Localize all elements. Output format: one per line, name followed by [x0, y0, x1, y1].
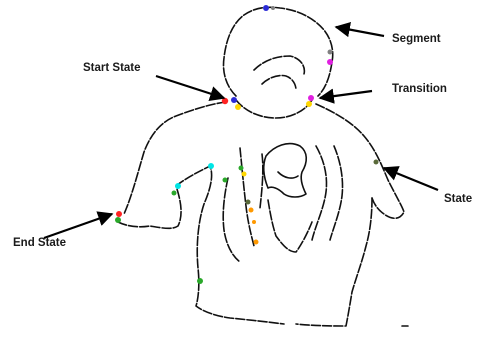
silhouette-contour — [118, 7, 408, 326]
point-head-right — [328, 50, 333, 55]
face-feature-lower — [262, 75, 296, 90]
point-start-state-blue — [231, 97, 237, 103]
point-arm-cyan — [208, 163, 214, 169]
point-start-state-red — [222, 98, 228, 104]
point-head-top — [263, 5, 269, 11]
point-end-state-red — [116, 211, 122, 217]
point-transition-magenta — [308, 95, 314, 101]
label-state: State — [444, 193, 472, 205]
arrow-start-state — [156, 76, 224, 98]
point-state — [374, 160, 379, 165]
left-arm-outer-contour — [124, 102, 226, 214]
annotation-arrows — [44, 27, 438, 238]
label-end-state: End State — [13, 237, 66, 249]
chest-trace-left — [240, 148, 254, 246]
face-feature-upper — [254, 56, 304, 74]
point-head-top-2 — [271, 6, 275, 10]
label-segment: Segment — [392, 33, 441, 45]
label-start-state: Start State — [83, 62, 141, 74]
torso-lower-contour — [268, 200, 312, 252]
label-transition: Transition — [392, 83, 447, 95]
left-arm-inner-contour — [176, 166, 284, 324]
torso-right-contour-2 — [330, 146, 343, 240]
tracker-points — [115, 5, 379, 284]
arrow-end-state — [44, 214, 112, 238]
point-chest-orange — [249, 208, 254, 213]
arrow-transition — [320, 91, 372, 98]
point-chest-orange-2 — [252, 220, 256, 224]
point-start-state-yellow — [235, 104, 241, 110]
chest-trace-right — [260, 154, 263, 208]
point-chest-green — [239, 166, 244, 171]
point-arm-cyan-2 — [175, 183, 181, 189]
arrow-segment — [336, 27, 384, 36]
hand-contour — [264, 144, 306, 197]
point-arm-green-2 — [172, 191, 177, 196]
point-lower-green — [197, 278, 203, 284]
right-arm-inner-contour — [296, 198, 372, 326]
point-chest-orange-3 — [254, 240, 259, 245]
point-arm-green — [223, 178, 228, 183]
point-end-state-green — [115, 217, 121, 223]
torso-right-contour — [312, 146, 327, 240]
point-head-right-2 — [327, 59, 333, 65]
hand-detail — [278, 172, 298, 178]
torso-left-contour — [223, 178, 240, 262]
head-contour — [224, 7, 333, 96]
point-transition-yellow — [306, 101, 312, 107]
point-chest-yellow — [242, 172, 247, 177]
right-arm-outer-contour — [316, 104, 404, 218]
point-chest-olive — [246, 200, 251, 205]
neck-contour — [236, 100, 312, 118]
annotation-labels: Segment Start State Transition State End… — [13, 33, 472, 249]
